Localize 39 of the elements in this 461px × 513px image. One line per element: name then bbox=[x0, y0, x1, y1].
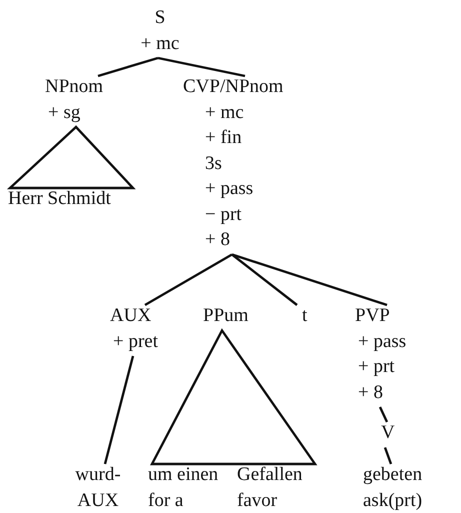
tree-branch bbox=[144, 253, 233, 306]
feature-label: for a bbox=[148, 488, 184, 512]
node-label: NPnom bbox=[45, 75, 104, 99]
feature-label: favor bbox=[237, 488, 278, 512]
tree-branch bbox=[231, 254, 298, 306]
tree-branch bbox=[232, 253, 388, 306]
triangle-branch bbox=[150, 328, 318, 466]
node-label: V bbox=[381, 421, 395, 445]
feature-label: ask(prt) bbox=[363, 488, 422, 512]
feature-label: 3s bbox=[204, 152, 223, 176]
node-label: gebeten bbox=[363, 463, 422, 487]
feature-label: Gefallen bbox=[237, 463, 302, 487]
feature-label: + pass bbox=[204, 177, 254, 201]
feature-label: + fin bbox=[204, 126, 243, 150]
node-label: t bbox=[302, 304, 308, 328]
tree-branch bbox=[158, 56, 246, 78]
feature-label: + sg bbox=[47, 100, 82, 124]
tree-branch bbox=[384, 447, 392, 464]
feature-label: + mc bbox=[204, 100, 245, 124]
node-label: PPum bbox=[203, 304, 248, 328]
node-label: PVP bbox=[355, 304, 391, 328]
feature-label: + 8 bbox=[357, 380, 384, 404]
node-label: CVP/NPnom bbox=[183, 75, 284, 99]
feature-label: + 8 bbox=[204, 228, 231, 252]
tree-branch bbox=[104, 356, 134, 464]
feature-label: − prt bbox=[204, 202, 243, 226]
feature-label: + mc bbox=[140, 32, 180, 56]
feature-label: AUX bbox=[76, 488, 120, 512]
node-label: wurd- bbox=[74, 463, 122, 487]
feature-label: + pret bbox=[112, 330, 158, 354]
feature-label: + pass bbox=[357, 330, 406, 354]
node-label: AUX bbox=[110, 304, 152, 328]
tree-branch bbox=[378, 406, 388, 422]
triangle-branch bbox=[6, 125, 136, 190]
node-label: Herr Schmidt bbox=[8, 187, 111, 211]
node-label: S bbox=[154, 6, 166, 30]
tree-branch bbox=[98, 56, 158, 78]
node-label: um einen bbox=[148, 463, 220, 487]
feature-label: + prt bbox=[357, 355, 396, 379]
